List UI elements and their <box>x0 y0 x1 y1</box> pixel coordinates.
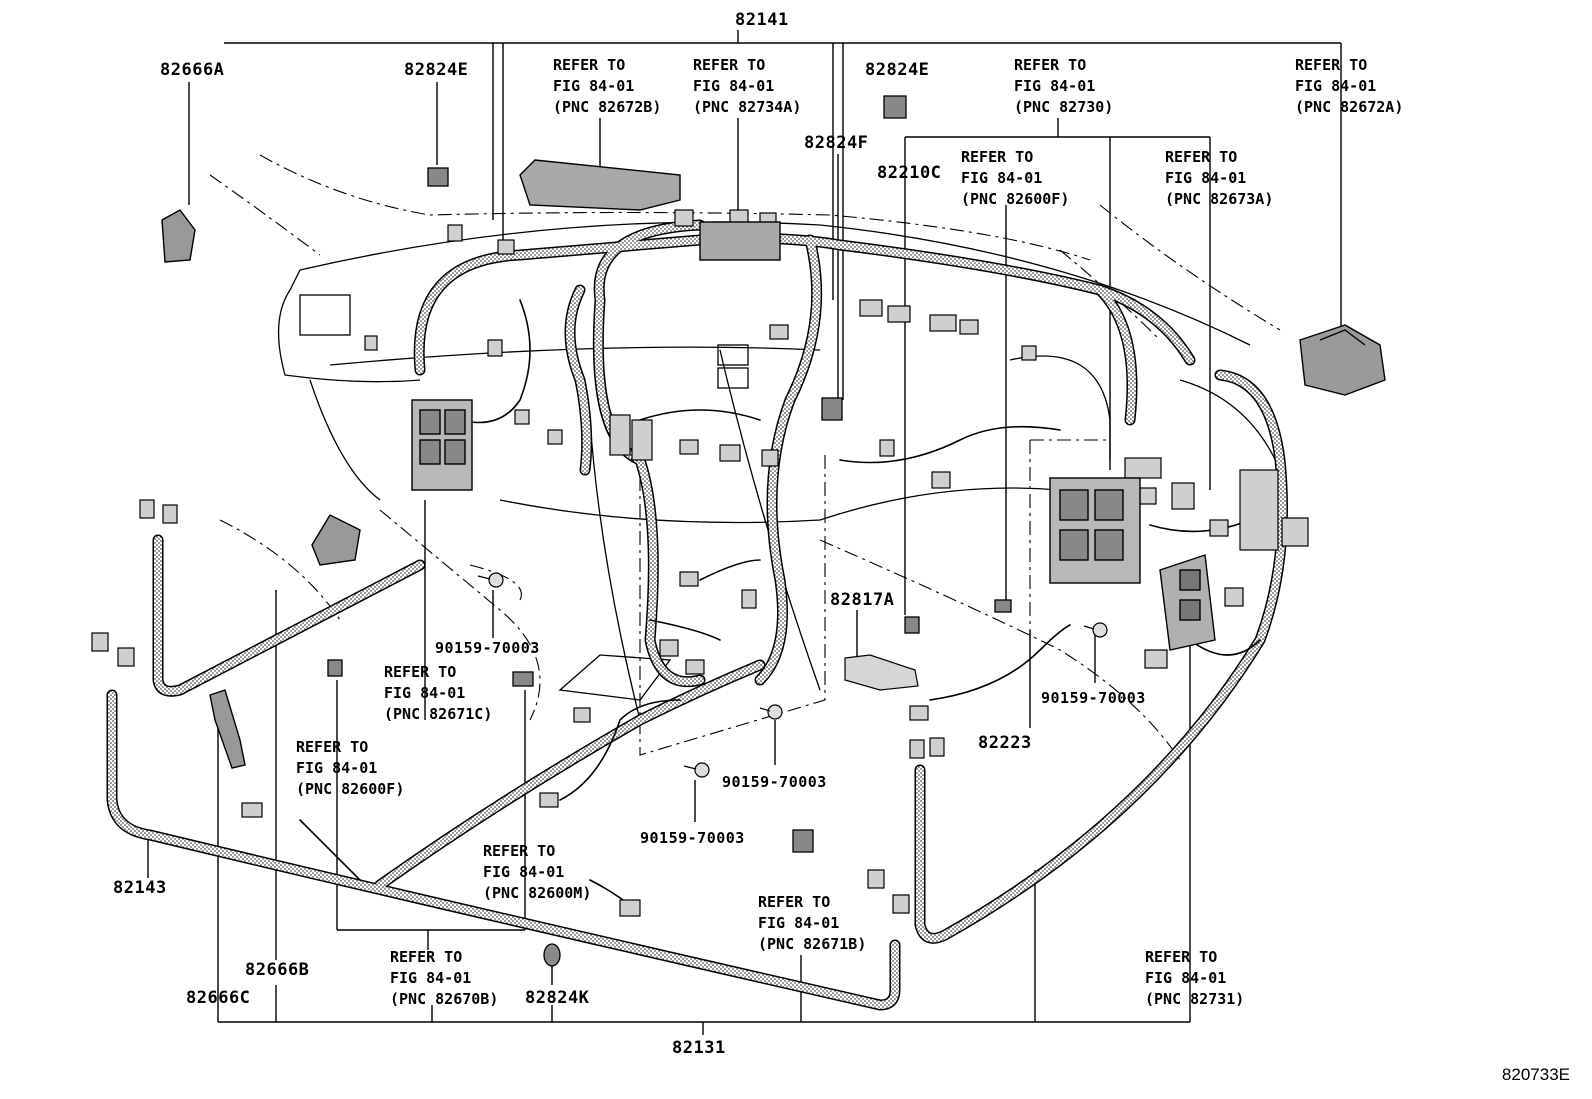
part-number-82824K: 82824K <box>525 988 590 1008</box>
harness-bundles <box>106 219 1288 1011</box>
part-number-82141: 82141 <box>735 10 789 30</box>
part-number-82666A: 82666A <box>160 60 225 80</box>
component-82666A-clip <box>161 209 196 263</box>
component-82666C-clip <box>209 689 246 769</box>
part-number-82824F: 82824F <box>804 133 869 153</box>
part-number-82143: 82143 <box>113 878 167 898</box>
part-number-82824E-right: 82824E <box>865 60 930 80</box>
part-number-82210C: 82210C <box>877 163 942 183</box>
component-junction-block-right <box>1049 477 1141 584</box>
illustration-code: 820733E <box>1501 1065 1570 1084</box>
part-number-82223: 82223 <box>978 733 1032 753</box>
part-number-82824E-left: 82824E <box>404 60 469 80</box>
bolt-number-a: 90159-70003 <box>435 639 540 657</box>
component-82672B-box <box>519 159 681 211</box>
component-82672A-bracket <box>1299 324 1386 396</box>
component-ecu-right <box>1159 554 1216 651</box>
component-82817A-bracket <box>844 654 919 691</box>
leader-lines <box>147 30 1342 1035</box>
part-number-82666B: 82666B <box>245 960 310 980</box>
bolt-number-d: 90159-70003 <box>640 829 745 847</box>
component-junction-block-left <box>411 399 473 491</box>
component-82734A-box <box>699 221 781 261</box>
bolt-number-b: 90159-70003 <box>1041 689 1146 707</box>
part-number-82666C: 82666C <box>186 988 251 1008</box>
component-small-clips <box>327 95 1012 967</box>
bolt-icons <box>477 572 1108 778</box>
connector-blocks <box>91 209 1309 917</box>
component-82666B-clip <box>311 514 361 566</box>
bolt-number-c: 90159-70003 <box>722 773 827 791</box>
part-number-82817A: 82817A <box>830 590 895 610</box>
part-number-82131: 82131 <box>672 1038 726 1058</box>
